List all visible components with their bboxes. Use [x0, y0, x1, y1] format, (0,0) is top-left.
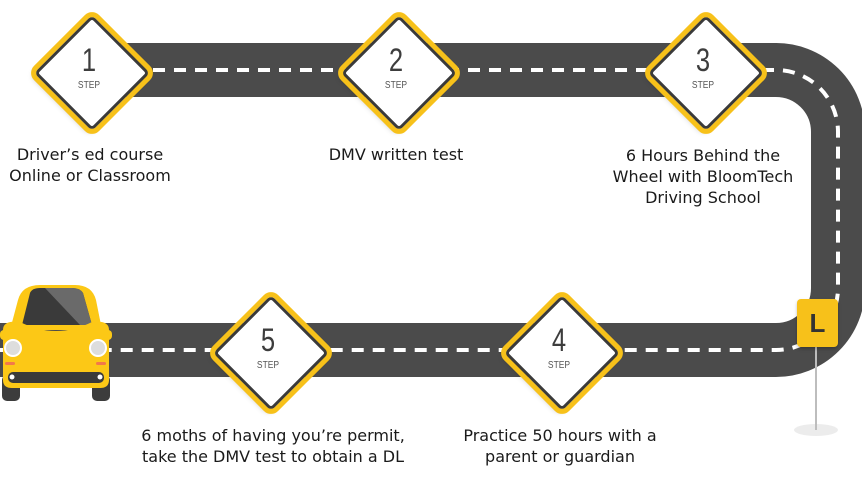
step-number: 3	[695, 42, 711, 78]
step-3-caption: 6 Hours Behind the Wheel with BloomTech …	[612, 146, 794, 207]
step-1-caption: Driver’s ed course Online or Classroom	[9, 145, 171, 185]
car-icon	[0, 285, 112, 401]
step-number: 2	[388, 42, 404, 78]
step-label: STEP	[384, 80, 408, 91]
step-4-caption: Practice 50 hours with a parent or guard…	[463, 426, 657, 466]
step-label: STEP	[691, 80, 715, 91]
step-number: 5	[260, 322, 276, 358]
sign-pole	[815, 345, 817, 430]
step-number: 1	[81, 42, 97, 78]
step-label: STEP	[547, 360, 571, 371]
step-label: STEP	[77, 80, 101, 91]
step-5-caption: 6 moths of having you’re permit, take th…	[141, 426, 405, 466]
learner-l-sign: L	[797, 299, 838, 347]
step-2-caption: DMV written test	[328, 145, 464, 164]
step-label: STEP	[256, 360, 280, 371]
step-number: 4	[551, 322, 567, 358]
